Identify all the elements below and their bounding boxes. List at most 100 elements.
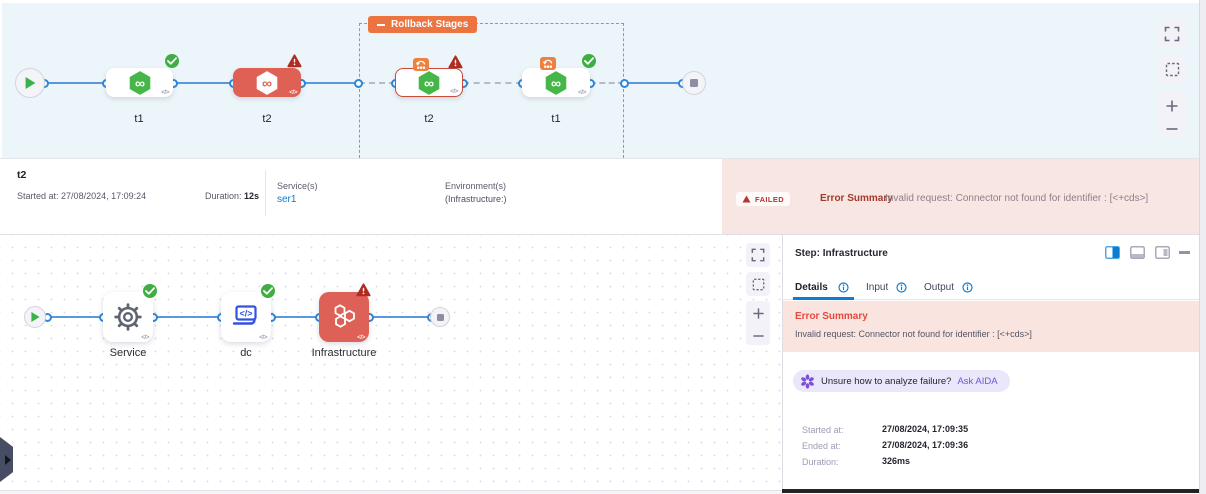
stage-duration: Duration: 12s — [205, 191, 260, 201]
pipeline-canvas[interactable] — [2, 3, 1199, 158]
stage-node-t2[interactable]: ∞ </> — [233, 54, 302, 97]
code-icon: </> — [289, 89, 297, 96]
svg-text:∞: ∞ — [262, 74, 272, 90]
canvas-scrollbar[interactable] — [0, 490, 782, 494]
pipeline-end-node[interactable] — [682, 71, 706, 95]
stage-details-title: t2 — [17, 169, 27, 181]
step-canvas[interactable] — [0, 235, 782, 494]
step-node-infrastructure[interactable]: </> — [319, 283, 371, 342]
step-end-node[interactable] — [430, 307, 450, 327]
tab-output[interactable]: Output — [924, 282, 955, 293]
aida-banner[interactable]: Unsure how to analyze failure? Ask AIDA — [793, 370, 1010, 392]
code-icon: </> — [161, 89, 169, 96]
selection-icon — [752, 278, 764, 290]
failed-status-badge: FAILED — [736, 192, 791, 206]
zoom-in-icon[interactable] — [1165, 99, 1179, 113]
ask-aida-link[interactable]: Ask AIDA — [957, 375, 998, 387]
layout-right-split-icon[interactable] — [1155, 246, 1170, 264]
stage-node-rollback-t2[interactable]: ∞ </> — [395, 55, 463, 97]
tab-input[interactable]: Input — [866, 282, 889, 293]
success-badge-icon — [261, 284, 275, 298]
page-scrollbar[interactable] — [1199, 0, 1206, 494]
stop-icon — [436, 313, 444, 321]
step-label: Infrastructure — [311, 347, 377, 359]
tab-details[interactable]: Details — [795, 282, 828, 293]
info-icon[interactable] — [896, 282, 907, 293]
edge-dashed — [590, 82, 624, 84]
cd-stage-icon: ∞ — [418, 70, 440, 95]
failed-badge-icon — [356, 283, 371, 297]
environments-label: Environment(s) — [445, 181, 507, 191]
edge — [173, 82, 233, 84]
cd-stage-icon: ∞ — [256, 70, 278, 95]
edge — [153, 316, 221, 318]
code-icon: </> — [141, 334, 149, 341]
zoom-out-icon[interactable] — [752, 333, 765, 339]
stage-label: t2 — [424, 113, 434, 125]
stage-node-rollback-t1[interactable]: ∞ </> — [522, 54, 596, 97]
info-icon[interactable] — [962, 282, 973, 293]
code-laptop-icon: </> — [232, 305, 257, 325]
code-icon: </> — [578, 89, 586, 96]
stage-label: t1 — [551, 113, 561, 125]
step-start-node[interactable] — [24, 306, 46, 328]
hexagons-icon — [334, 304, 355, 328]
svg-text:</>: </> — [239, 309, 252, 319]
aida-text: Unsure how to analyze failure? — [821, 375, 952, 387]
code-icon: </> — [357, 334, 365, 341]
step-node-dc[interactable]: </> </> — [221, 284, 275, 342]
environment-value: (Infrastructure:) — [445, 194, 507, 204]
play-icon — [25, 77, 35, 89]
zoom-in-icon[interactable] — [752, 307, 765, 320]
success-badge-icon — [165, 54, 179, 68]
active-tab-indicator — [793, 297, 854, 300]
window-edge — [782, 489, 1199, 493]
layout-bottom-split-icon[interactable] — [1130, 246, 1145, 264]
minimize-panel-icon[interactable] — [1179, 251, 1190, 254]
services-label: Service(s) — [277, 181, 318, 191]
stop-icon — [690, 79, 698, 87]
failed-badge-icon — [448, 55, 463, 69]
left-drawer-handle[interactable] — [0, 437, 13, 482]
edge-port — [619, 78, 629, 88]
field-value: 27/08/2024, 17:09:35 — [882, 424, 969, 434]
selection-button[interactable] — [1158, 55, 1186, 83]
svg-text:∞: ∞ — [134, 74, 144, 90]
success-badge-icon — [143, 284, 157, 298]
info-icon[interactable] — [838, 282, 849, 293]
error-summary-label: Error Summary — [820, 193, 893, 204]
step-label: dc — [240, 347, 252, 359]
field-value: 27/08/2024, 17:09:36 — [882, 440, 969, 450]
edge — [624, 82, 683, 84]
rollback-stages-toggle[interactable]: Rollback Stages — [368, 16, 478, 33]
svg-text:∞: ∞ — [424, 74, 434, 90]
divider — [783, 299, 1199, 300]
zoom-out-icon[interactable] — [1165, 126, 1179, 132]
rollback-stages-region — [359, 23, 624, 158]
stage-node-t1[interactable]: ∞ </> — [106, 54, 179, 97]
rollback-stages-label: Rollback Stages — [391, 19, 469, 30]
fullscreen-button[interactable] — [746, 243, 770, 267]
error-summary-title: Error Summary — [795, 311, 868, 322]
fullscreen-icon — [1164, 26, 1180, 42]
svg-text:∞: ∞ — [551, 74, 561, 90]
pipeline-start-node[interactable] — [15, 68, 45, 98]
edge-port — [353, 78, 363, 88]
zoom-controls — [746, 301, 770, 345]
step-node-service[interactable]: </> — [103, 284, 157, 342]
step-label: Service — [109, 347, 147, 359]
collapse-icon — [377, 23, 385, 26]
rollback-badge-icon — [413, 58, 429, 71]
layout-left-split-icon[interactable] — [1105, 246, 1120, 264]
edge — [369, 316, 431, 318]
selection-button[interactable] — [746, 272, 770, 296]
edge — [301, 82, 359, 84]
play-icon — [30, 312, 40, 322]
fullscreen-button[interactable] — [1158, 20, 1186, 48]
error-summary-message: Invalid request: Connector not found for… — [795, 329, 1032, 339]
service-link[interactable]: ser1 — [277, 194, 297, 205]
zoom-controls — [1158, 92, 1186, 138]
gear-icon — [114, 303, 142, 331]
failed-badge-icon — [287, 54, 302, 68]
error-strip — [722, 159, 1199, 234]
